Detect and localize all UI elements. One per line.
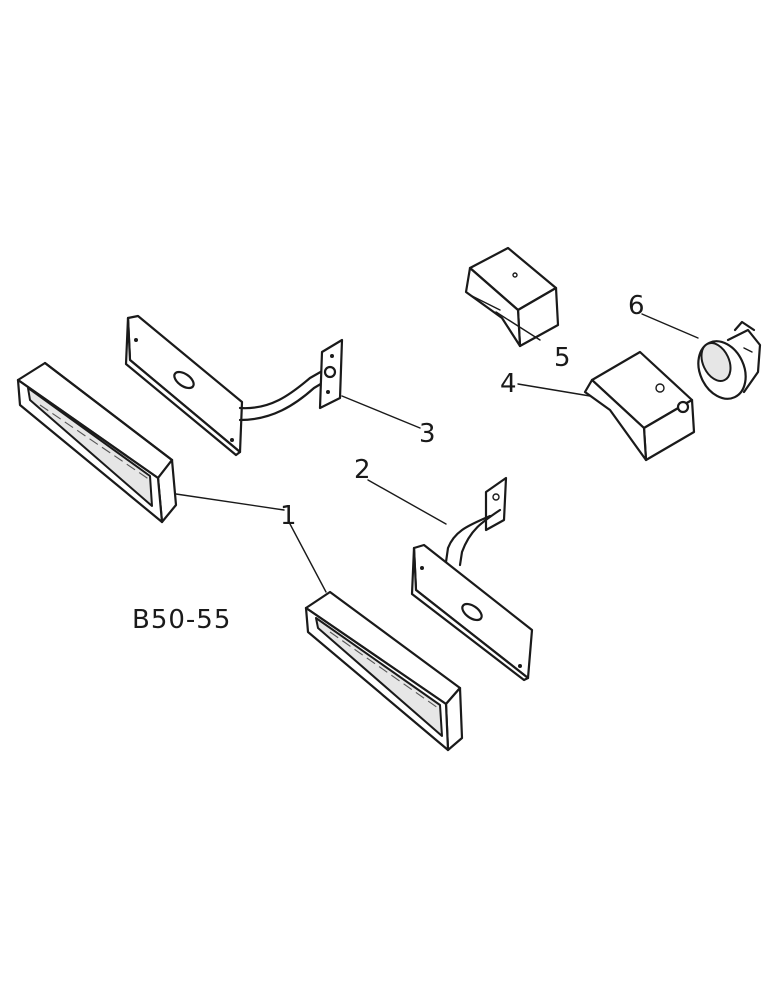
callout-2: 2	[354, 455, 371, 485]
clip-bracket	[464, 246, 560, 348]
lamp-socket	[697, 320, 762, 400]
mounting-bracket-lower	[410, 476, 534, 682]
callout-4: 4	[500, 369, 517, 399]
lamp-housing-lower	[304, 590, 464, 752]
callout-1: 1	[280, 501, 297, 531]
leader-lines	[175, 311, 699, 593]
mounting-bracket-upper	[124, 314, 344, 457]
lamp-housing-upper	[16, 361, 178, 524]
callout-5: 5	[554, 343, 571, 373]
callout-6: 6	[628, 291, 645, 321]
callout-3: 3	[419, 419, 436, 449]
angle-bracket	[583, 350, 696, 462]
figure-code: B50-55	[132, 605, 231, 635]
